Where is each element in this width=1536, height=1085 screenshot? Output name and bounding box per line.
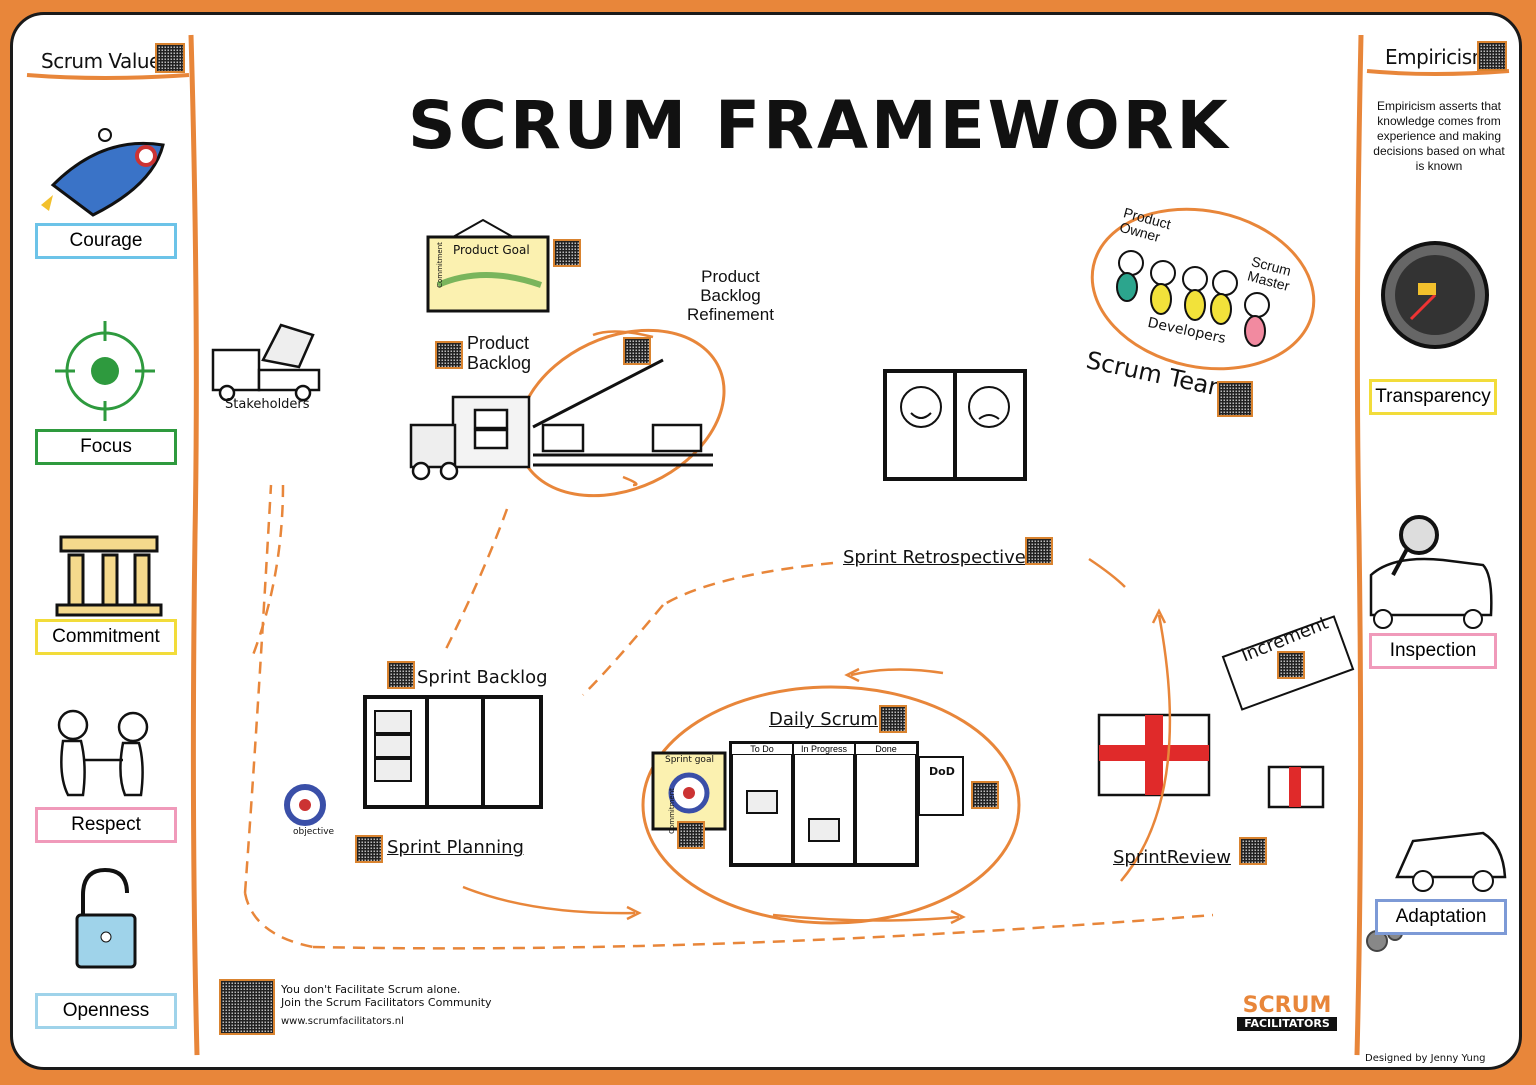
qr-code-icon[interactable] xyxy=(355,835,383,863)
qr-code-icon[interactable] xyxy=(435,341,463,369)
sprint-review-label: SprintReview xyxy=(1113,847,1231,868)
sprint-goal-frame xyxy=(651,751,727,831)
sprint-goal-label: Sprint goal xyxy=(665,755,714,765)
scrum-facilitators-logo: SCRUM FACILITATORS xyxy=(1237,995,1337,1031)
gauge-icon xyxy=(1381,241,1489,349)
value-respect: Respect xyxy=(35,807,177,843)
padlock-icon xyxy=(75,867,137,969)
magnifier-icon xyxy=(1369,515,1493,629)
pillar-inspection: Inspection xyxy=(1369,633,1497,669)
value-courage: Courage xyxy=(35,223,177,259)
qr-code-icon[interactable] xyxy=(1239,837,1267,865)
empiricism-description: Empiricism asserts that knowledge comes … xyxy=(1373,99,1505,173)
forklift-product-backlog xyxy=(409,358,713,481)
value-focus: Focus xyxy=(35,429,177,465)
pillar-transparency: Transparency xyxy=(1369,379,1497,415)
qr-code-icon[interactable] xyxy=(623,337,651,365)
qr-code-icon[interactable] xyxy=(1277,651,1305,679)
retrospective-board xyxy=(883,369,1027,481)
qr-code-icon[interactable] xyxy=(1025,537,1053,565)
value-openness: Openness xyxy=(35,993,177,1029)
sprint-planning-label: Sprint Planning xyxy=(387,837,524,858)
community-qr-code[interactable] xyxy=(219,979,275,1035)
designer-credit: Designed by Jenny Yung xyxy=(1365,1053,1486,1064)
objective-label: objective xyxy=(293,827,335,837)
diagram-drawing xyxy=(26,34,1510,1056)
scrum-values-header: Scrum Values xyxy=(41,49,171,73)
qr-code-icon[interactable] xyxy=(1477,41,1507,71)
sprint-goal-commitment-label: Commitment xyxy=(667,788,676,834)
temple-icon xyxy=(55,535,163,617)
column-todo: To Do xyxy=(731,743,793,755)
product-backlog-line-1: Product xyxy=(467,333,530,353)
footer-line-1: You don't Facilitate Scrum alone. xyxy=(281,983,461,996)
qr-code-icon[interactable] xyxy=(879,705,907,733)
increment-gift xyxy=(1097,713,1325,809)
pillar-adaptation: Adaptation xyxy=(1375,899,1507,935)
daily-scrum-label: Daily Scrum xyxy=(769,709,878,730)
stakeholders-truck xyxy=(211,323,321,402)
rocket-icon xyxy=(41,128,165,217)
footer-line-2: Join the Scrum Facilitators Community xyxy=(281,996,492,1009)
daily-scrum-columns: To Do In Progress Done xyxy=(731,743,917,755)
stakeholders-label: Stakeholders xyxy=(225,397,310,412)
qr-code-icon[interactable] xyxy=(553,239,581,267)
cycle-arrows xyxy=(243,330,1214,950)
poster-title: SCRUM FRAMEWORK xyxy=(408,87,1231,164)
refinement-line-3: Refinement xyxy=(687,305,774,324)
refinement-line-1: Product xyxy=(701,267,760,286)
qr-code-icon[interactable] xyxy=(155,43,185,73)
product-backlog-refinement-label: Product Backlog Refinement xyxy=(687,267,774,324)
objective-target-icon xyxy=(284,784,326,826)
product-goal-label: Product Goal xyxy=(453,243,530,257)
empiricism-header: Empiricism xyxy=(1385,45,1491,69)
product-backlog-line-2: Backlog xyxy=(467,353,532,373)
poster-board: SCRUM FRAMEWORK Scrum Values Courage Foc… xyxy=(10,12,1522,1070)
sprint-backlog-board xyxy=(363,695,543,809)
footer-url[interactable]: www.scrumfacilitators.nl xyxy=(281,1016,404,1027)
qr-code-icon[interactable] xyxy=(1217,381,1253,417)
column-done: Done xyxy=(855,743,917,755)
handshake-figures-icon xyxy=(57,709,149,797)
qr-code-icon[interactable] xyxy=(971,781,999,809)
scrum-team-figures xyxy=(1116,250,1270,347)
product-goal-frame xyxy=(426,218,550,313)
product-goal-commitment-label: Commitment xyxy=(435,242,444,288)
dod-label: DoD xyxy=(929,765,955,778)
sprint-retrospective-label: Sprint Retrospective xyxy=(843,547,1026,568)
target-icon xyxy=(55,321,155,421)
refinement-line-2: Backlog xyxy=(700,286,761,305)
qr-code-icon[interactable] xyxy=(387,661,415,689)
logo-top-text: SCRUM xyxy=(1242,993,1332,1018)
daily-scrum-board xyxy=(729,741,919,867)
logo-bottom-text: FACILITATORS xyxy=(1237,1017,1337,1031)
value-commitment: Commitment xyxy=(35,619,177,655)
sprint-backlog-label: Sprint Backlog xyxy=(417,667,548,688)
product-backlog-label: Product Backlog xyxy=(467,333,531,373)
column-in-progress: In Progress xyxy=(793,743,855,755)
dod-checklist xyxy=(918,756,964,816)
car-repair-icon xyxy=(1366,831,1507,952)
qr-code-icon[interactable] xyxy=(677,821,705,849)
